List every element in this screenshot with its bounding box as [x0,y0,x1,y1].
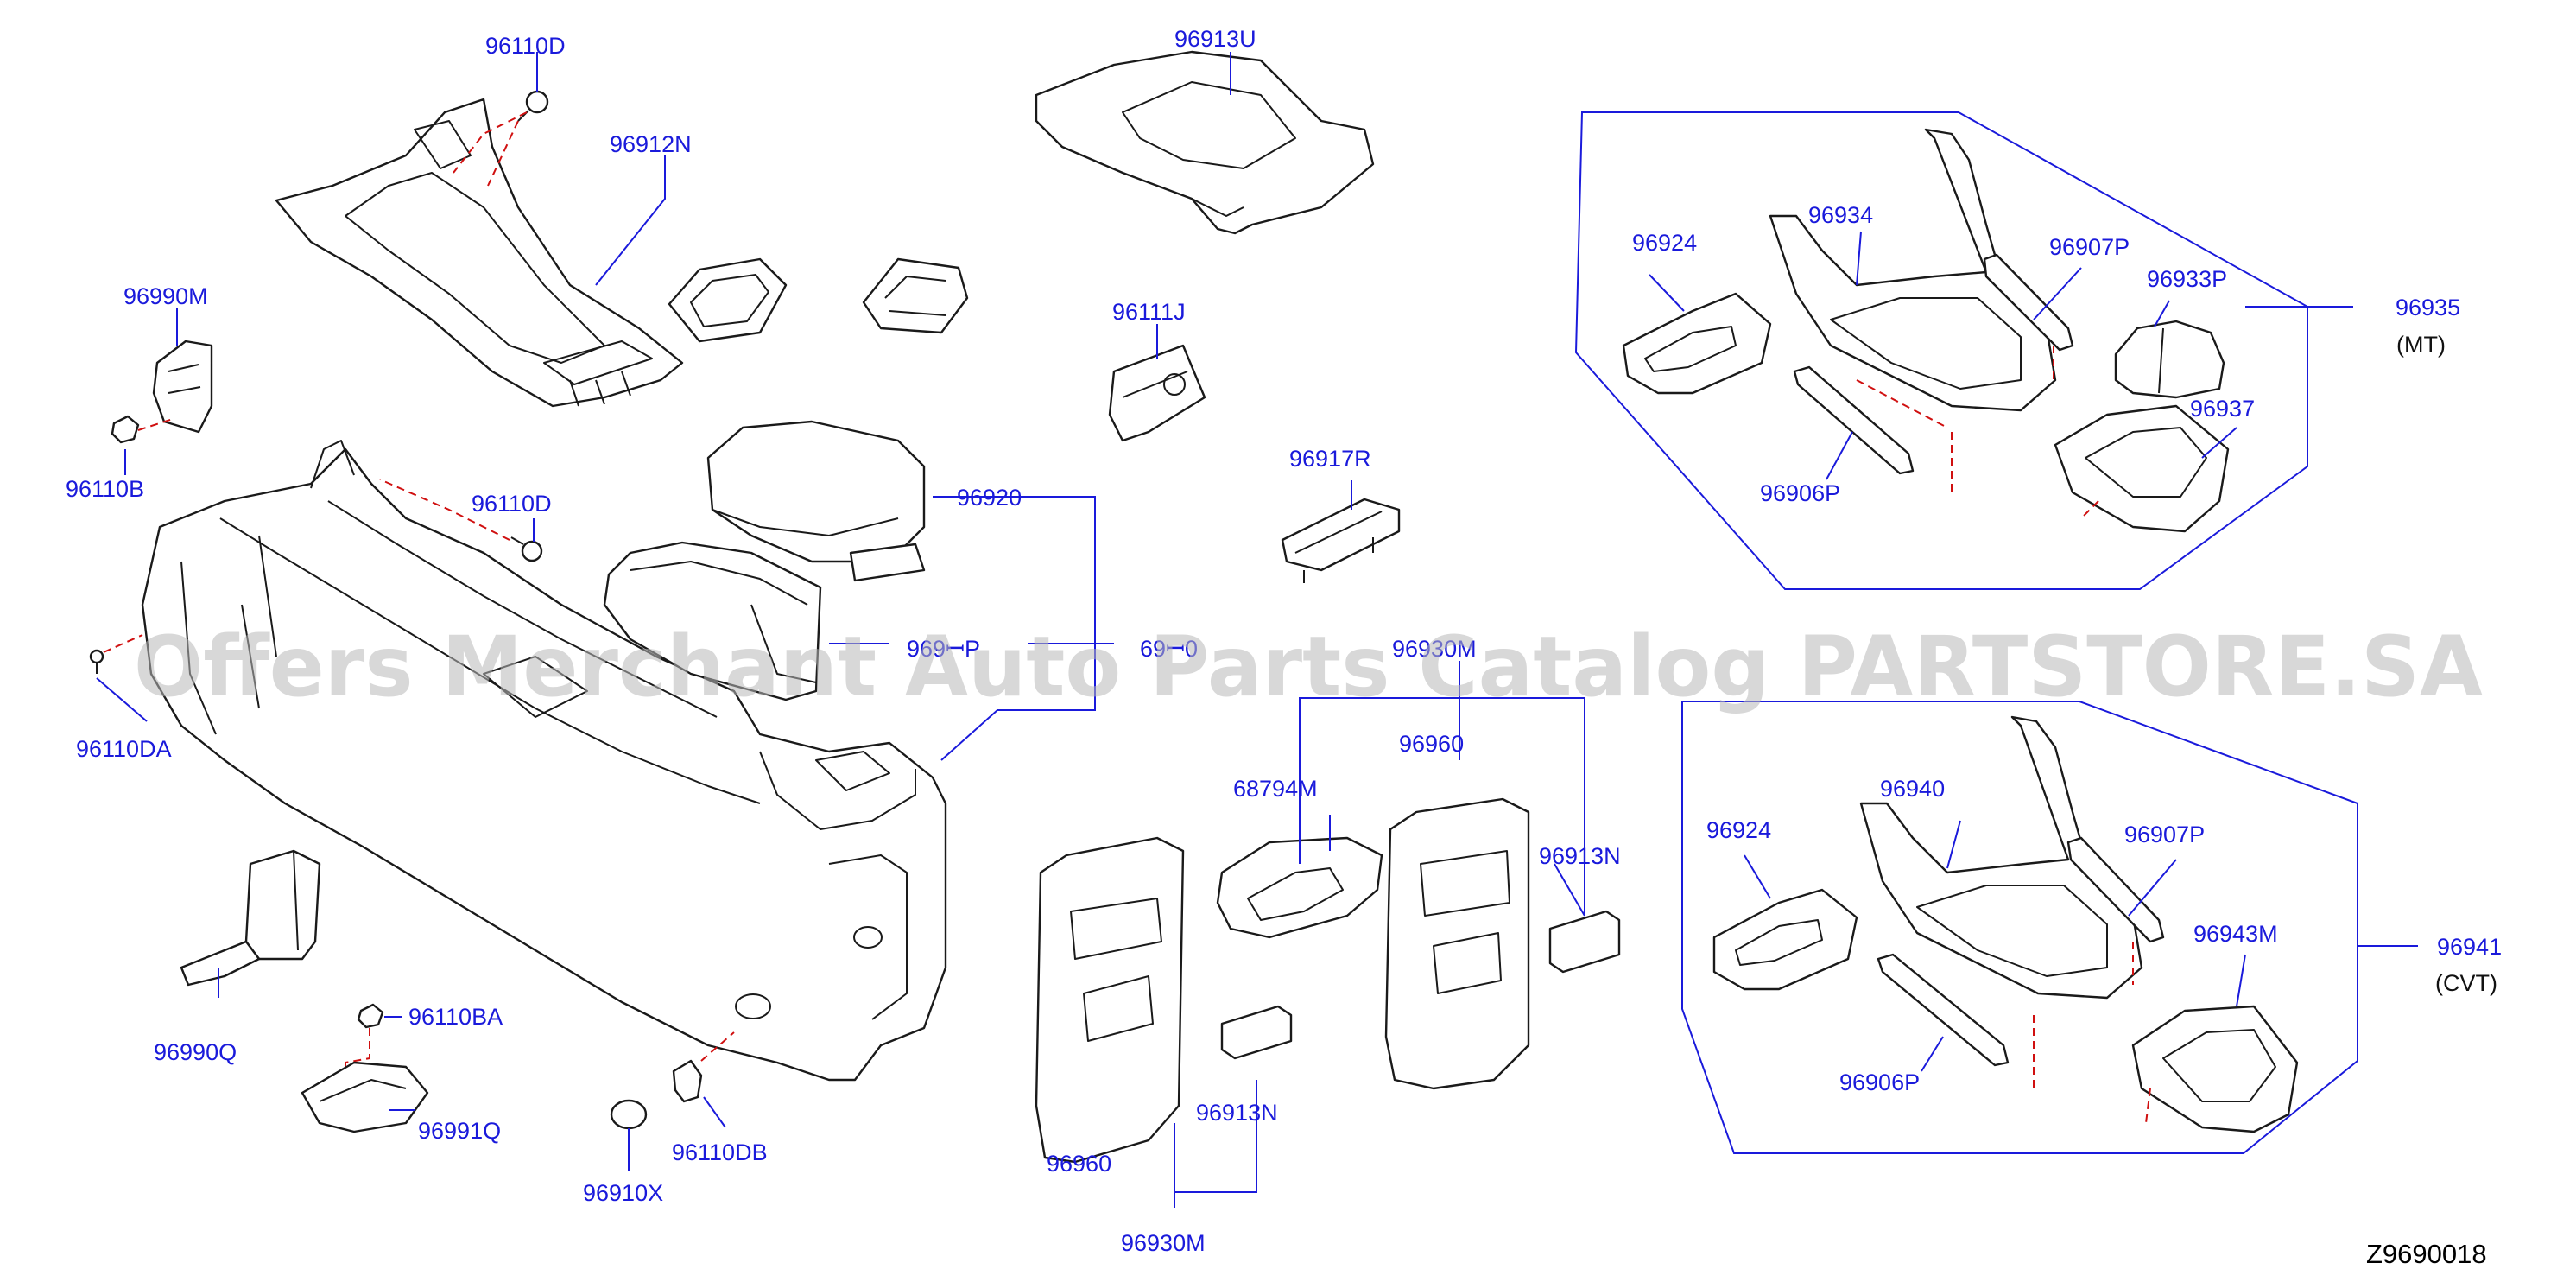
upper-finisher-drawing [275,98,684,408]
finisher-96934 [1769,128,2057,412]
callout-96907P-mt: 96907P [2049,234,2130,260]
vent-68794M [1216,836,1383,939]
callout-6910: 69ꟷ0 [1140,636,1198,662]
screw-96110D-mid [510,536,543,562]
callout-96941: 96941 [2437,934,2502,960]
switch-bracket-drawing [862,257,969,334]
screw-96110D-top [517,90,549,122]
bracket-96991Q [301,1061,429,1133]
cvt-group-outline [1681,701,2358,1154]
strip-96907P-mt [1983,253,2074,352]
small-bin-drawing [668,257,788,343]
callout-68794M: 68794M [1233,776,1318,802]
callout-96937: 96937 [2190,396,2255,422]
callout-96110BA: 96110BA [408,1004,503,1030]
callout-96907P-cvt: 96907P [2124,822,2205,847]
callout-96913U: 96913U [1174,26,1256,52]
panel-96960-left [1035,836,1185,1164]
callout-96933P: 96933P [2147,266,2227,292]
callout-96960-top: 96960 [1399,731,1464,757]
callout-96934: 96934 [1808,202,1873,228]
screw-96110DA [89,649,104,674]
bracket-96990Q [180,849,321,987]
nut-96110BA [357,1003,384,1029]
plug-96910X [610,1099,648,1130]
leader-lines [96,52,2418,1208]
dash-96110D-top [453,111,528,174]
variant-mt: (MT) [2396,332,2446,358]
dash-96110DA [103,634,143,653]
dash-96110DB [700,1031,735,1062]
switch-96924-mt [1622,292,1772,395]
switch-96924-cvt [1712,888,1858,991]
bracket-96111J [1108,344,1206,442]
callout-96920: 96920 [957,485,1022,511]
callout-96913N-right: 96913N [1539,843,1621,869]
clip-96110DB [672,1059,703,1103]
bracket-96917R [1281,498,1401,583]
dash-96110D-top-b [487,120,519,187]
console-body-drawing [141,440,947,1082]
variant-cvt: (CVT) [2435,970,2497,996]
callout-96930M-top: 96930M [1392,636,1477,662]
callout-96990M: 96990M [123,283,208,309]
box-969ꟷP [603,541,822,701]
trim-96943M [2131,1005,2299,1133]
strip-96906P-mt [1793,365,1915,475]
callout-96110D-mid: 96110D [472,491,552,517]
boot-96933P [2114,320,2225,399]
cover-96913N-low [1220,1005,1293,1060]
callout-96930M-bottom: 96930M [1121,1230,1206,1256]
finisher-96940 [1859,715,2143,1000]
armrest-96920 [706,420,926,582]
callout-96913N-low: 96913N [1196,1100,1278,1126]
dash-cvt-3 [2145,1088,2151,1124]
callout-96910X: 96910X [583,1180,663,1206]
callout-96912N: 96912N [610,131,692,157]
callout-96924-mt: 96924 [1632,230,1697,256]
dash-96110B [137,418,174,431]
dash-96110D-mid [379,479,510,541]
callout-96991Q: 96991Q [418,1118,501,1144]
strip-96906P-cvt [1877,953,2010,1067]
callout-96111J: 96111J [1112,299,1186,325]
callout-96906P-cvt: 96906P [1839,1069,1920,1095]
callout-96935: 96935 [2396,295,2460,320]
nut-96110B [111,415,140,444]
callout-96110D-top: 96110D [485,33,566,59]
mt-group-outline [1574,111,2308,590]
callout-96990Q: 96990Q [154,1039,237,1065]
callout-96110B: 96110B [66,476,144,502]
callout-96906P-mt: 96906P [1760,480,1840,506]
callout-969P: 969ꟷP [907,636,980,662]
trim-96937 [2054,404,2230,533]
callout-96924-cvt: 96924 [1706,817,1771,843]
callout-96110DA: 96110DA [76,736,172,762]
callout-96917R: 96917R [1289,446,1371,472]
callout-96960-low: 96960 [1047,1151,1111,1177]
callout-96110DB: 96110DB [672,1139,768,1165]
cover-96913N-right [1548,910,1621,974]
callout-96943M: 96943M [2193,921,2278,947]
dash-mt-4 [2080,500,2099,519]
bracket-96990M [152,340,213,434]
watermark-text: Offers Merchant Auto Parts Catalog PARTS… [134,619,2483,715]
callout-96940: 96940 [1880,776,1945,802]
figure-code: Z9690018 [2366,1239,2487,1269]
panel-96960-right [1384,797,1530,1090]
tray-96913U [1035,50,1375,235]
dash-mt-1 [1856,379,1948,428]
strip-96907P-cvt [2066,836,2165,943]
